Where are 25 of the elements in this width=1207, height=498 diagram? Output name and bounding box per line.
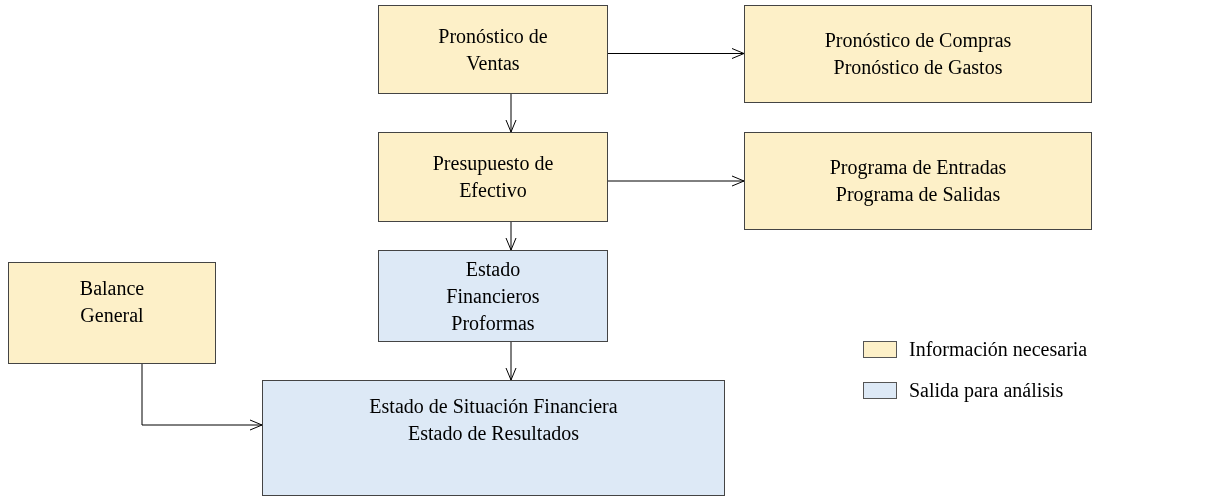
box-text: Programa de Entradas <box>829 155 1007 181</box>
box-text: Presupuesto de Efectivo <box>431 151 555 203</box>
legend-label: Salida para análisis <box>909 378 1064 404</box>
arrow <box>141 363 263 431</box>
box-text: Estado de Situación Financiera <box>369 394 618 419</box>
box-text: Pronóstico de Compras <box>824 28 1012 54</box>
process-box <box>744 5 1092 103</box>
process-box <box>378 5 608 94</box>
arrow <box>607 175 745 187</box>
process-box <box>8 262 216 364</box>
process-box <box>378 250 608 342</box>
arrow <box>505 221 517 251</box>
arrow <box>505 93 517 133</box>
box-text: Pronóstico de Gastos <box>833 55 1003 80</box>
process-box <box>262 380 725 496</box>
arrow <box>607 48 745 59</box>
process-box <box>378 132 608 222</box>
arrow <box>505 341 517 381</box>
box-text: Pronóstico de Ventas <box>437 23 549 76</box>
legend-label: Información necesaria <box>909 337 1088 362</box>
box-text: Estado de Resultados <box>407 421 580 446</box>
process-box <box>744 132 1092 230</box>
box-text: Programa de Salidas <box>835 182 1001 208</box>
box-text: Estado Financieros Proformas <box>445 256 541 336</box>
box-text: Balance General <box>78 276 146 328</box>
